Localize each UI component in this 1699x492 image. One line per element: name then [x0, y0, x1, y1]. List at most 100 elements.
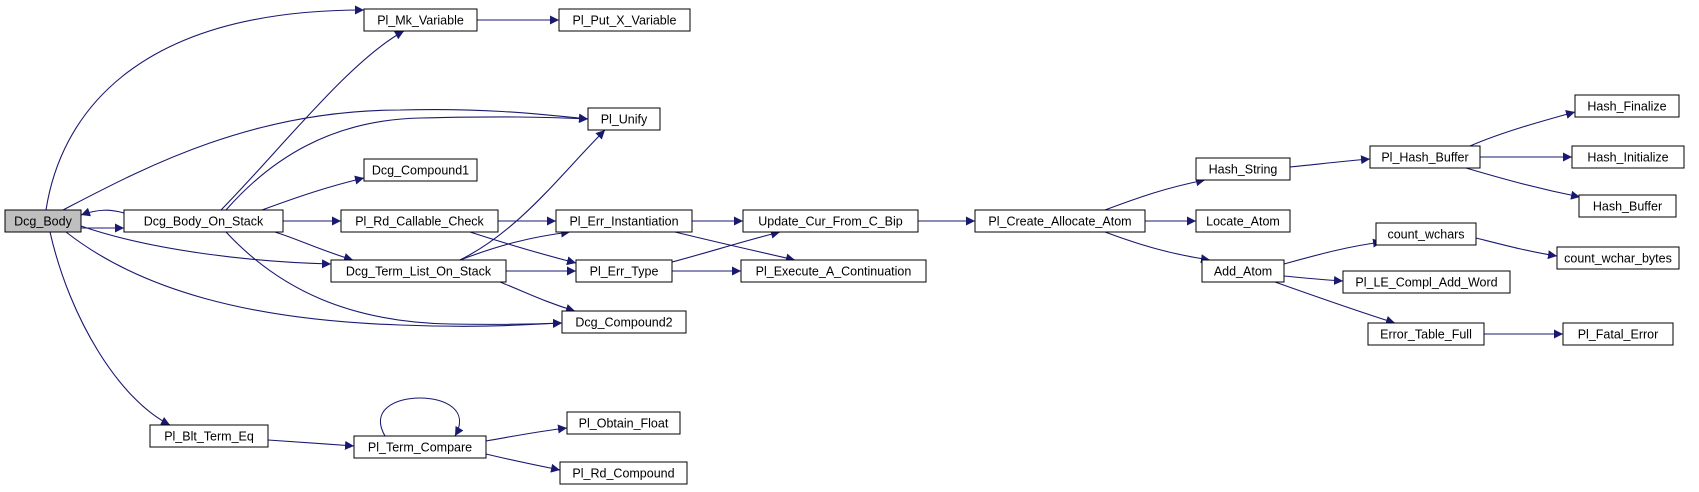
node-box — [575, 259, 673, 283]
node-pl-mk-variable[interactable]: Pl_Mk_Variable — [363, 8, 478, 32]
node-dcg-body[interactable]: Dcg_Body — [4, 209, 82, 233]
node-pl-blt-term-eq[interactable]: Pl_Blt_Term_Eq — [149, 424, 269, 448]
node-pl-unify[interactable]: Pl_Unify — [587, 107, 661, 131]
node-pl-create-allocate-atom[interactable]: Pl_Create_Allocate_Atom — [974, 209, 1146, 233]
node-label: Dcg_Body_On_Stack — [144, 215, 264, 229]
edge-dcg-body-on-stack-to-dcg-compound1 — [261, 175, 365, 211]
node-box — [587, 107, 661, 131]
node-label: Add_Atom — [1214, 265, 1272, 279]
node-box — [974, 209, 1146, 233]
node-locate-atom[interactable]: Locate_Atom — [1195, 209, 1291, 233]
node-box — [555, 209, 693, 233]
node-box — [123, 209, 284, 233]
node-label: Pl_Rd_Compound — [572, 467, 674, 481]
node-box — [1367, 322, 1485, 346]
node-hash-string[interactable]: Hash_String — [1195, 157, 1291, 181]
node-pl-put-x-variable[interactable]: Pl_Put_X_Variable — [558, 8, 691, 32]
node-label: Hash_String — [1209, 163, 1278, 177]
node-label: Update_Cur_From_C_Bip — [758, 215, 903, 229]
node-label: Pl_Mk_Variable — [377, 14, 464, 28]
edge-dcg-term-list-on-stack-to-dcg-compound2 — [499, 281, 576, 313]
node-label: Pl_LE_Compl_Add_Word — [1355, 276, 1497, 290]
edge-pl-hash-buffer-to-hash-finalize — [1469, 110, 1576, 147]
node-label: Pl_Err_Instantiation — [569, 215, 678, 229]
node-add-atom[interactable]: Add_Atom — [1201, 259, 1285, 283]
edge-dcg-body-to-pl-blt-term-eq — [49, 231, 171, 426]
node-pl-le-compl-add-word[interactable]: Pl_LE_Compl_Add_Word — [1342, 270, 1511, 294]
node-box — [1578, 194, 1677, 218]
node-label: Dcg_Body — [14, 215, 72, 229]
node-box — [1369, 145, 1481, 169]
node-box — [559, 461, 688, 485]
edge-pl-hash-buffer-to-hash-buffer — [1465, 167, 1581, 200]
node-box — [4, 209, 82, 233]
edge-dcg-body-to-dcg-term-list-on-stack — [80, 225, 332, 269]
edge-add-atom-to-error-table-full — [1274, 281, 1396, 325]
node-pl-fatal-error[interactable]: Pl_Fatal_Error — [1562, 322, 1674, 346]
edge-pl-term-compare-to-pl-rd-compound — [485, 453, 561, 473]
node-hash-buffer[interactable]: Hash_Buffer — [1578, 194, 1677, 218]
node-box — [149, 424, 269, 448]
node-label: Pl_Hash_Buffer — [1381, 151, 1468, 165]
node-label: Dcg_Compound2 — [575, 316, 672, 330]
edge-dcg-body-on-stack-to-dcg-term-list-on-stack — [274, 231, 354, 262]
edge-dcg-body-to-pl-mk-variable — [45, 5, 365, 211]
edge-dcg-body-on-stack-to-pl-unify — [225, 114, 589, 211]
node-label: Pl_Execute_A_Continuation — [756, 265, 912, 279]
node-pl-hash-buffer[interactable]: Pl_Hash_Buffer — [1369, 145, 1481, 169]
node-hash-finalize[interactable]: Hash_Finalize — [1574, 94, 1680, 118]
node-box — [1562, 322, 1674, 346]
node-dcg-body-on-stack[interactable]: Dcg_Body_On_Stack — [123, 209, 284, 233]
node-count-wchars[interactable]: count_wchars — [1375, 222, 1477, 246]
edge-pl-create-allocate-atom-to-hash-string — [1104, 177, 1206, 211]
node-box — [1574, 94, 1680, 118]
edge-dcg-body-to-dcg-compound2 — [65, 231, 563, 328]
node-box — [363, 158, 478, 182]
edge-pl-err-instantiation-to-pl-execute-a-continuation — [674, 231, 796, 263]
node-label: Hash_Buffer — [1593, 200, 1662, 214]
node-label: Pl_Create_Allocate_Atom — [988, 215, 1131, 229]
node-label: count_wchar_bytes — [1564, 252, 1672, 266]
node-box — [1375, 222, 1477, 246]
node-dcg-term-list-on-stack[interactable]: Dcg_Term_List_On_Stack — [330, 259, 507, 283]
node-label: Locate_Atom — [1206, 215, 1280, 229]
node-pl-err-type[interactable]: Pl_Err_Type — [575, 259, 673, 283]
node-label: Pl_Put_X_Variable — [572, 14, 676, 28]
edge-pl-create-allocate-atom-to-add-atom — [1104, 231, 1211, 264]
edge-dcg-body-on-stack-to-dcg-body — [80, 207, 125, 217]
node-pl-rd-compound[interactable]: Pl_Rd_Compound — [559, 461, 688, 485]
node-label: Hash_Initialize — [1587, 151, 1668, 165]
edge-layer — [45, 5, 1581, 473]
node-label: Dcg_Term_List_On_Stack — [346, 265, 492, 279]
edge-pl-term-compare-to-pl-term-compare — [379, 397, 464, 437]
node-hash-initialize[interactable]: Hash_Initialize — [1571, 145, 1685, 169]
node-pl-obtain-float[interactable]: Pl_Obtain_Float — [566, 411, 681, 435]
edge-dcg-term-list-on-stack-to-pl-err-instantiation — [459, 228, 571, 261]
node-box — [340, 209, 499, 233]
node-label: Pl_Term_Compare — [368, 441, 472, 455]
node-error-table-full[interactable]: Error_Table_Full — [1367, 322, 1485, 346]
node-dcg-compound1[interactable]: Dcg_Compound1 — [363, 158, 478, 182]
node-label: Pl_Obtain_Float — [579, 417, 669, 431]
node-box — [353, 435, 487, 459]
edge-count-wchars-to-count-wchar-bytes — [1475, 237, 1558, 260]
node-label: Pl_Unify — [601, 113, 648, 127]
node-box — [558, 8, 691, 32]
node-pl-term-compare[interactable]: Pl_Term_Compare — [353, 435, 487, 459]
node-label: count_wchars — [1387, 228, 1464, 242]
node-pl-execute-a-continuation[interactable]: Pl_Execute_A_Continuation — [740, 259, 927, 283]
node-dcg-compound2[interactable]: Dcg_Compound2 — [561, 310, 687, 334]
edge-pl-err-type-to-update-cur-from-c-bip — [671, 229, 781, 263]
node-pl-err-instantiation[interactable]: Pl_Err_Instantiation — [555, 209, 693, 233]
node-label: Pl_Blt_Term_Eq — [164, 430, 254, 444]
node-box — [330, 259, 507, 283]
node-count-wchar-bytes[interactable]: count_wchar_bytes — [1556, 246, 1680, 270]
node-box — [1195, 157, 1291, 181]
node-box — [1195, 209, 1291, 233]
node-update-cur-from-c-bip[interactable]: Update_Cur_From_C_Bip — [742, 209, 919, 233]
edge-dcg-term-list-on-stack-to-pl-unify — [459, 129, 606, 261]
edge-pl-rd-callable-check-to-pl-err-type — [469, 231, 577, 266]
node-box — [1201, 259, 1285, 283]
node-pl-rd-callable-check[interactable]: Pl_Rd_Callable_Check — [340, 209, 499, 233]
